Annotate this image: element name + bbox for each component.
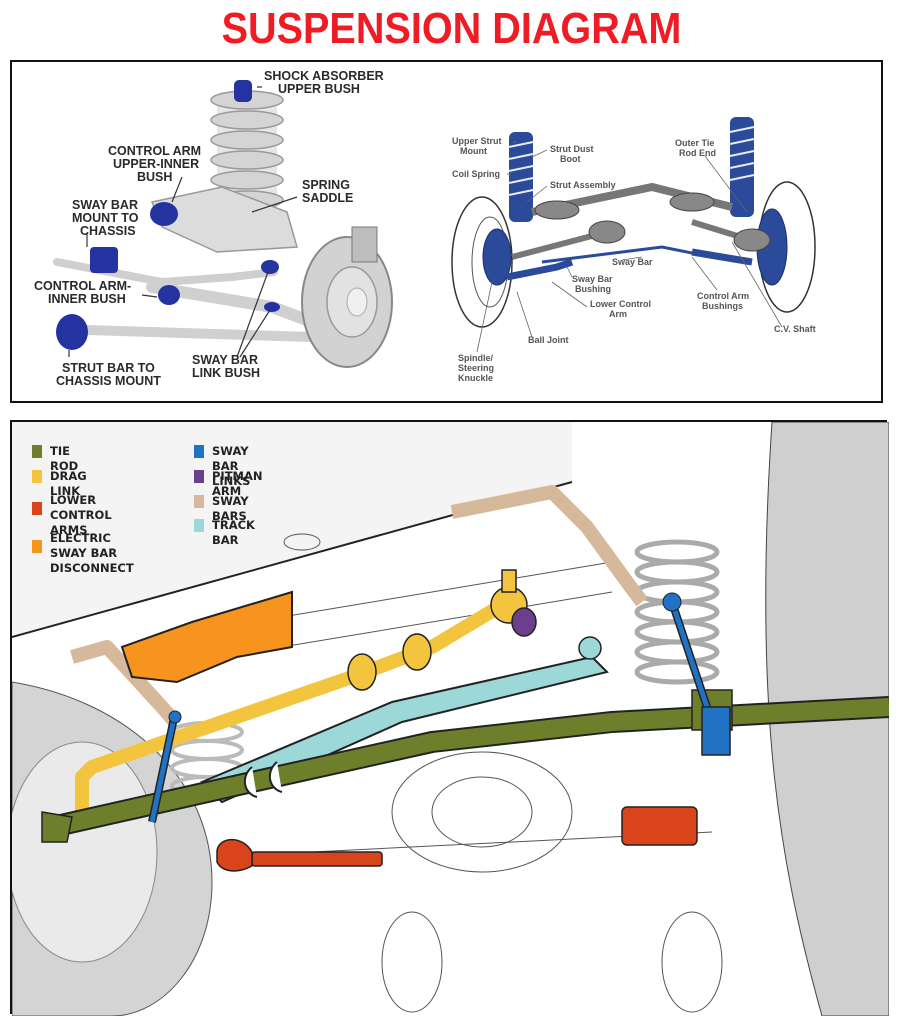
lower-control-arm-left (506, 258, 574, 281)
left-suspension-illustration: SHOCK ABSORBER UPPER BUSH CONTROL ARM UP… (34, 69, 393, 388)
legend-label: PITMAN ARM (212, 469, 263, 498)
legend-item-tie-rod: TIE ROD (32, 444, 78, 474)
label-lower-control-arm: Lower Control Arm (590, 299, 654, 319)
legend-item-sway-bar-links: SWAY BAR LINKS (194, 444, 250, 489)
label-cv-shaft: C.V. Shaft (774, 324, 816, 334)
legend-swatch (32, 540, 42, 553)
legend-swatch (194, 470, 204, 483)
legend-label: ELECTRIC SWAY BAR DISCONNECT (50, 531, 134, 575)
legend-label: DRAG LINK (50, 469, 87, 498)
sway-bar-right (450, 485, 648, 607)
legend-swatch (194, 495, 204, 508)
legend-label: LOWER CONTROL ARMS (50, 493, 112, 537)
legend-swatch (32, 502, 42, 515)
legend-item-track-bar: TRACK BAR (194, 518, 255, 548)
label-outer-tie-rod-end: Outer Tie Rod End (675, 138, 717, 158)
label-sway-bar-bushing: Sway Bar Bushing (572, 274, 615, 294)
label-sway-bar-mount-to-chassis: SWAY BAR MOUNT TO CHASSIS (72, 198, 142, 238)
rack-boot-left (534, 200, 580, 220)
lower-control-arm-left (251, 851, 383, 867)
coil-spring (210, 90, 284, 222)
rack-boot-right (669, 192, 715, 212)
strut-bar (82, 325, 317, 342)
right-front-axle-illustration: Upper Strut Mount Strut Dust Boot Coil S… (451, 117, 816, 383)
brake-caliper (351, 226, 378, 263)
shock-upper-bush (234, 80, 252, 102)
strut-bar-bush (56, 314, 88, 350)
electric-sway-bar-disconnect (120, 590, 293, 684)
left-hub (482, 228, 512, 286)
left-wheel-hub (12, 741, 158, 963)
label-spindle-steering-knuckle: Spindle/ Steering Knuckle (458, 353, 497, 383)
label-spring-saddle: SPRING SADDLE (302, 178, 353, 205)
label-control-arm-upper-inner-bush: CONTROL ARM UPPER-INNER BUSH (108, 144, 205, 184)
sway-bar-mount (90, 247, 118, 273)
legend-item-pitman-arm: PITMAN ARM (194, 469, 263, 499)
legend-swatch (32, 470, 42, 483)
sway-bar-link-left (149, 717, 177, 823)
top-diagrams-svg: SHOCK ABSORBER UPPER BUSH CONTROL ARM UP… (34, 69, 816, 388)
lower-control-arm-right (621, 806, 698, 846)
pitman-arm (511, 607, 537, 637)
label-control-arm-inner-bush: CONTROL ARM- INNER BUSH (34, 279, 135, 306)
legend-label: TRACK BAR (212, 518, 255, 547)
lower-inner-bush (158, 285, 180, 305)
legend-item-sway-bars: SWAY BARS (194, 494, 249, 524)
legend-label: SWAY BAR LINKS (212, 444, 251, 488)
label-strut-dust-boot: Strut Dust Boot (550, 144, 596, 164)
label-shock-absorber-upper-bush: SHOCK ABSORBER UPPER BUSH (264, 69, 387, 96)
legend-item-electric-sway-bar-disconnect: ELECTRIC SWAY BAR DISCONNECT (32, 531, 134, 576)
page-title: SUSPENSION DIAGRAM (221, 4, 682, 53)
top-diagram-panel: SHOCK ABSORBER UPPER BUSH CONTROL ARM UP… (10, 60, 883, 403)
label-sway-bar-link-bush: SWAY BAR LINK BUSH (192, 353, 261, 380)
label-control-arm-bushings: Control Arm Bushings (697, 291, 752, 311)
label-strut-bar-to-chassis-mount: STRUT BAR TO CHASSIS MOUNT (56, 361, 161, 388)
legend-swatch (194, 519, 204, 532)
upper-inner-bush (150, 202, 178, 226)
bottom-diagram-panel: TIE ROD DRAG LINK LOWER CONTROL ARMS ELE… (10, 420, 889, 1016)
sway-link-bush-upper (261, 260, 279, 274)
legend-item-drag-link: DRAG LINK (32, 469, 87, 499)
drag-link (75, 595, 511, 817)
underbody-illustration (12, 422, 889, 1016)
label-upper-strut-mount: Upper Strut Mount (452, 136, 504, 156)
label-ball-joint: Ball Joint (528, 335, 569, 345)
sway-bar-link-right (669, 601, 715, 723)
sway-link-bush-lower (264, 302, 280, 312)
tie-rod-clamps (243, 761, 283, 798)
upper-control-arm (150, 186, 298, 253)
label-coil-spring: Coil Spring (452, 169, 500, 179)
legend-label: TIE ROD (50, 444, 79, 473)
label-sway-bar: Sway Bar (612, 257, 653, 267)
legend-swatch (32, 445, 42, 458)
lower-control-arm-right (691, 248, 753, 266)
label-strut-assembly: Strut Assembly (550, 180, 616, 190)
legend-item-lower-control-arms: LOWER CONTROL ARMS (32, 493, 112, 538)
legend-swatch (194, 445, 204, 458)
legend-label: SWAY BARS (212, 494, 249, 523)
